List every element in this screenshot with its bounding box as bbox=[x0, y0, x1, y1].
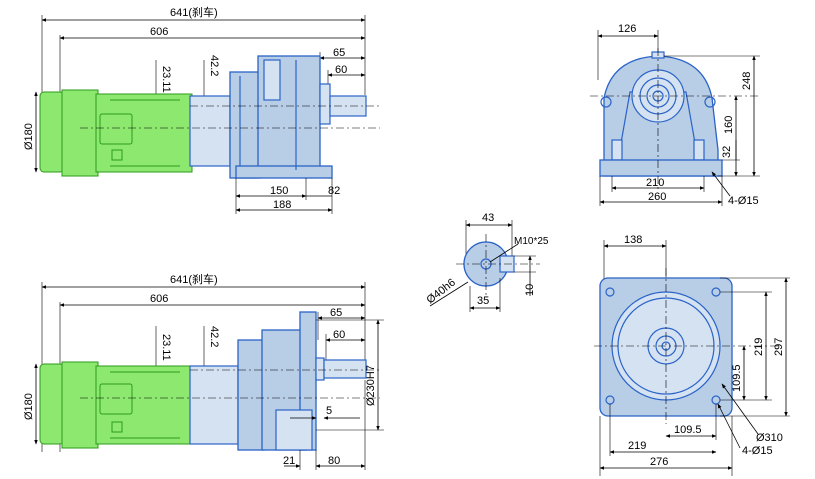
dim-297: 297 bbox=[773, 338, 785, 356]
dim-248: 248 bbox=[741, 72, 753, 90]
flange-face-view: 138 297 219 109.5 109.5 219 276 bbox=[594, 234, 790, 476]
dim-65: 65 bbox=[333, 47, 345, 59]
dim-150: 150 bbox=[270, 185, 288, 197]
dim-43: 43 bbox=[482, 212, 494, 224]
dim-42-2: 42.2 bbox=[208, 326, 220, 347]
dim-thread: M10*25 bbox=[514, 236, 549, 247]
dim-flange-holes: 4-Ø15 bbox=[742, 445, 773, 457]
dim-5: 5 bbox=[326, 405, 332, 417]
dim-126: 126 bbox=[618, 23, 636, 35]
dim-188: 188 bbox=[273, 199, 291, 211]
dim-motor-length: 606 bbox=[150, 293, 168, 305]
dim-35: 35 bbox=[477, 295, 489, 307]
dim-23-11: 23.11 bbox=[160, 334, 172, 361]
front-view: 126 248 160 32 210 260 bbox=[590, 23, 760, 207]
dim-motor-length: 606 bbox=[150, 26, 168, 38]
dim-210: 210 bbox=[646, 177, 664, 189]
dim-80: 80 bbox=[328, 455, 340, 467]
dim-60: 60 bbox=[333, 329, 345, 341]
dim-10: 10 bbox=[524, 284, 536, 296]
dim-42-2: 42.2 bbox=[208, 55, 220, 76]
shaft-section: 43 M10*25 Ø40h6 35 10 bbox=[424, 212, 549, 312]
dim-138: 138 bbox=[624, 234, 642, 246]
dim-65: 65 bbox=[330, 307, 342, 319]
dim-109-5-horizontal: 109.5 bbox=[674, 424, 702, 436]
dim-overall-length: 641(刹车) bbox=[170, 272, 218, 286]
dim-260: 260 bbox=[648, 191, 666, 203]
dim-219-horizontal: 219 bbox=[628, 440, 646, 452]
dim-foot-holes: 4-Ø15 bbox=[728, 195, 759, 207]
dim-32: 32 bbox=[721, 146, 733, 158]
dim-flange-dia-230: Ø230H7 bbox=[365, 365, 377, 406]
dim-219-vertical: 219 bbox=[753, 338, 765, 356]
dim-109-5-vertical: 109.5 bbox=[731, 364, 743, 392]
dim-pcd-310: Ø310 bbox=[756, 432, 783, 444]
dim-82: 82 bbox=[328, 185, 340, 197]
dim-276: 276 bbox=[650, 456, 668, 468]
dim-dia-180: Ø180 bbox=[23, 123, 35, 150]
dim-60: 60 bbox=[335, 64, 347, 76]
dim-23-11: 23.11 bbox=[160, 66, 172, 93]
side-view-foot-mount: 641(刹车) 606 65 60 23.11 42.2 bbox=[23, 5, 380, 214]
side-view-flange-mount: 641(刹车) 606 65 60 23.11 42.2 Ø180 bbox=[23, 272, 384, 470]
dim-dia-180: Ø180 bbox=[23, 393, 35, 420]
dim-160: 160 bbox=[723, 116, 735, 134]
dim-overall-length: 641(刹车) bbox=[170, 5, 218, 19]
dim-21: 21 bbox=[283, 455, 295, 467]
